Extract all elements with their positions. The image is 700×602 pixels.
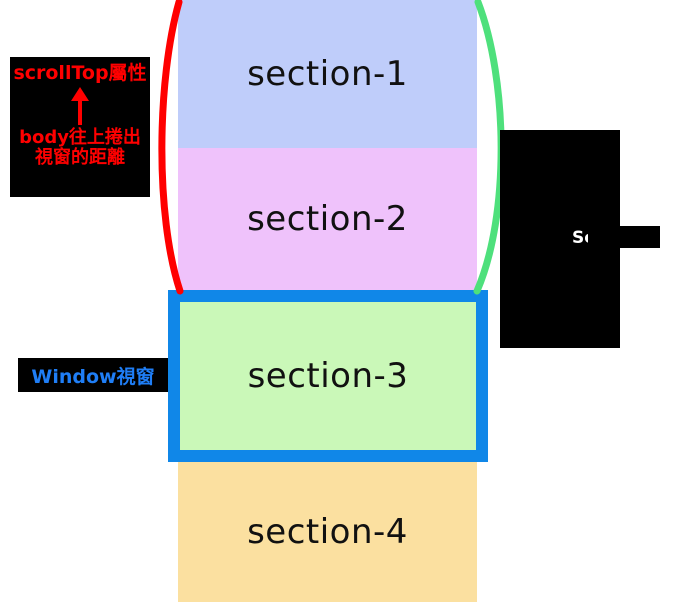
section-4-label: section-4 — [247, 512, 408, 552]
scrolltop-callout-description-line-1: body往上捲出 — [19, 127, 141, 149]
scrolltop-callout: scrollTop屬性 body往上捲出 視窗的距離 — [10, 57, 150, 197]
section-block-2: section-2 — [178, 148, 477, 290]
section-block-4: section-4 — [178, 462, 477, 602]
section-1-label: section-1 — [247, 54, 408, 94]
scrolltop-callout-description-line-2: 視窗的距離 — [35, 147, 125, 169]
scrolltop-callout-description: body往上捲出 視窗的距離 — [19, 128, 141, 168]
green-brace-arc-icon — [473, 0, 505, 295]
section-block-1: section-1 — [178, 0, 477, 148]
section-block-3-viewport-frame: section-3 — [168, 290, 488, 462]
section-2-label: section-2 — [247, 199, 408, 239]
window-viewport-label-text: Window視窗 — [31, 365, 155, 388]
section-3-label: section-3 — [247, 356, 409, 396]
section-block-3: section-3 — [180, 302, 476, 450]
window-viewport-label: Window視窗 — [18, 358, 168, 392]
redaction-bar — [588, 226, 660, 248]
up-arrow-icon — [10, 84, 150, 128]
scrolltop-callout-title: scrollTop屬性 — [13, 62, 147, 84]
